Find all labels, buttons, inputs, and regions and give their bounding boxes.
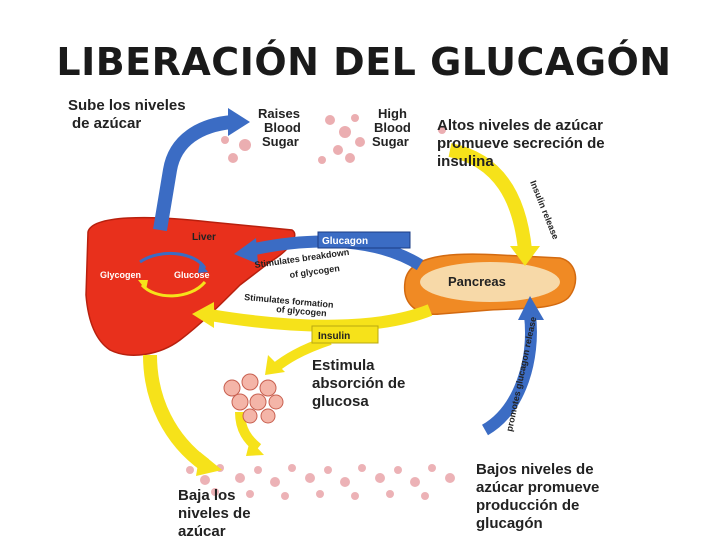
yellow-arrow-liver-down xyxy=(143,354,210,471)
blue-arrowhead-liver xyxy=(234,238,258,264)
label-glucagon: Glucagon xyxy=(322,236,368,247)
label-sube-1: Sube los niveles xyxy=(68,97,186,114)
label-altos-3: insulina xyxy=(437,153,494,170)
cycle-arrowhead-yellow xyxy=(138,280,148,290)
liver-shape xyxy=(85,216,296,356)
label-promotes-glucagon: promotes glucagon release xyxy=(504,316,538,433)
label-sube-2: de azúcar xyxy=(72,115,141,132)
pancreas-inner xyxy=(420,262,560,302)
blue-arrowhead-raises xyxy=(228,108,250,136)
label-pancreas: Pancreas xyxy=(448,274,506,289)
label-altos-2: promueve secreción de xyxy=(437,135,605,152)
cycle-arrowhead-blue xyxy=(198,262,208,273)
label-high-3: Sugar xyxy=(372,134,409,149)
label-insulin: Insulin xyxy=(318,331,350,342)
yellow-arrowhead-liver xyxy=(192,302,214,328)
yellow-arrow-high-sugar xyxy=(448,143,532,251)
insulin-box xyxy=(311,325,379,344)
label-estimula-1: Estimula xyxy=(312,357,375,374)
high-sugar-dots xyxy=(221,114,446,164)
label-altos-1: Altos niveles de azúcar xyxy=(437,117,603,134)
page-title: LIBERACIÓN DEL GLUCAGÓN xyxy=(56,40,672,84)
label-bajos-1: Bajos niveles de xyxy=(476,461,594,478)
body-cells xyxy=(223,373,284,424)
yellow-arrowhead-pancreas xyxy=(510,246,540,266)
label-insulin-release: Insulin release xyxy=(528,179,561,241)
label-stim-breakdown-2: of glycogen xyxy=(289,263,340,280)
label-bajos-3: producción de xyxy=(476,497,579,514)
glucagon-box xyxy=(317,231,411,249)
label-high-1: High xyxy=(378,106,407,121)
label-estimula-2: absorción de xyxy=(312,375,405,392)
blue-arrow-promotes-glucagon xyxy=(481,314,537,436)
label-baja-1: Baja los xyxy=(178,487,236,504)
label-raises-3: Sugar xyxy=(262,134,299,149)
label-glycogen: Glycogen xyxy=(100,270,141,280)
yellow-arrow-cells-down xyxy=(235,411,262,452)
yellow-arrowhead-low-2 xyxy=(246,440,264,456)
label-estimula-3: glucosa xyxy=(312,393,369,410)
label-baja-3: azúcar xyxy=(178,523,226,540)
label-glucose: Glucose xyxy=(174,270,210,280)
label-raises-2: Blood xyxy=(264,120,301,135)
label-bajos-2: azúcar promueve xyxy=(476,479,599,496)
label-stim-formation-2: of glycogen xyxy=(276,304,327,318)
blue-arrowhead-pancreas xyxy=(518,296,544,320)
yellow-arrowhead-low-1 xyxy=(196,452,222,476)
label-raises-1: Raises xyxy=(258,106,300,121)
label-bajos-4: glucagón xyxy=(476,515,543,532)
label-baja-2: niveles de xyxy=(178,505,251,522)
label-high-2: Blood xyxy=(374,120,411,135)
yellow-arrowhead-cells xyxy=(265,355,285,375)
blue-arrow-raises xyxy=(153,115,233,232)
label-liver: Liver xyxy=(192,232,216,243)
